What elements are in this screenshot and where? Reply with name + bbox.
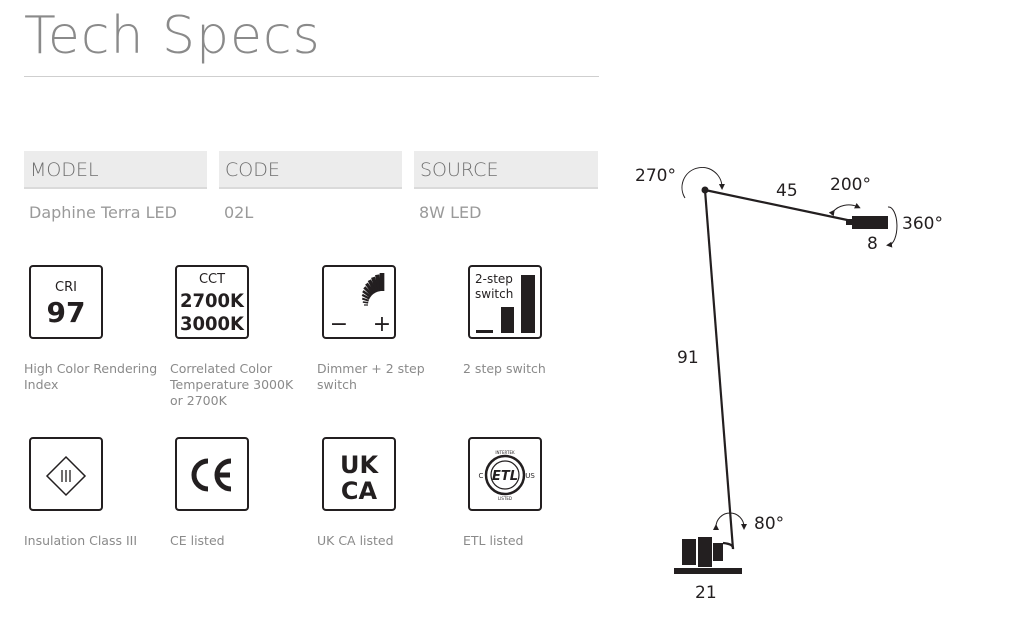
- cri-value: 97: [47, 296, 86, 329]
- stem-length-label: 91: [677, 348, 699, 368]
- etl-mark-text: ETL: [492, 469, 518, 484]
- cct-icon: CCT 2700K 3000K: [175, 265, 249, 339]
- lamp-head: [852, 216, 888, 229]
- dimmer-plus: +: [373, 312, 391, 337]
- spec-value-model: Daphine Terra LED: [29, 203, 177, 222]
- switch-bar-high: [521, 275, 535, 333]
- insulation-caption: Insulation Class III: [24, 533, 138, 548]
- etl-left-text: C: [479, 472, 484, 480]
- spec-header-model: MODEL: [24, 151, 207, 189]
- spec-value-source: 8W LED: [419, 203, 482, 222]
- dimmer-caption: Dimmer + 2 step switch: [317, 361, 425, 392]
- spec-value-code: 02L: [224, 203, 254, 222]
- cri-label: CRI: [55, 280, 77, 295]
- etl-right-text: US: [525, 472, 535, 480]
- dimmer-segment: [375, 274, 382, 292]
- lamp-base-plate: [674, 568, 742, 574]
- dimmer-segment: [361, 293, 371, 300]
- ukca-mark-icon: UK CA: [322, 437, 396, 511]
- dimmer-segment: [361, 297, 369, 302]
- angle-base-label: 80°: [754, 514, 784, 534]
- ce-caption: CE listed: [170, 533, 225, 548]
- etl-bottom-text: LISTED: [498, 496, 512, 501]
- angle-head-label: 200°: [830, 175, 871, 195]
- lamp-base-body: [682, 539, 696, 565]
- dimmer-segment: [371, 276, 380, 293]
- ukca-line-2: CA: [341, 477, 378, 505]
- dimmer-segment: [365, 282, 376, 295]
- dimmer-segment: [363, 286, 374, 297]
- switch-caption: 2 step switch: [463, 361, 546, 376]
- switch-label-2: switch: [475, 287, 513, 301]
- arm-length-label: 45: [776, 181, 798, 201]
- switch-label-1: 2-step: [475, 272, 513, 286]
- cct-value-2: 3000K: [180, 313, 245, 335]
- cct-caption: Correlated Color Temperature 3000K or 27…: [170, 361, 294, 408]
- ce-mark-icon: [175, 437, 249, 511]
- ukca-caption: UK CA listed: [317, 533, 394, 548]
- cct-value-1: 2700K: [180, 290, 245, 312]
- base-width-label: 21: [695, 583, 717, 603]
- rotate-head-arrow: [828, 203, 861, 217]
- page-title: Tech Specs: [24, 6, 321, 66]
- switch-icon: 2-step switch: [468, 265, 542, 339]
- insulation-class-icon: [29, 437, 103, 511]
- cri-caption: High Color Rendering Index: [24, 361, 158, 392]
- etl-caption: ETL listed: [463, 533, 524, 548]
- ukca-line-1: UK: [340, 451, 379, 479]
- cct-label: CCT: [199, 272, 225, 287]
- spec-header-source: SOURCE: [414, 151, 598, 189]
- rotate-base-arrow: [712, 512, 747, 531]
- lamp-stem: [703, 189, 735, 550]
- rotate-axis-arrow: [886, 206, 898, 248]
- cri-icon: CRI 97: [29, 265, 103, 339]
- switch-bar-off: [476, 330, 493, 333]
- etl-top-text: INTERTEK: [495, 450, 515, 455]
- dimmer-icon: − +: [322, 265, 396, 339]
- dimmer-segment: [362, 301, 369, 304]
- rotate-joint-arrow: [681, 167, 725, 199]
- lamp-joint: [701, 186, 709, 194]
- angle-joint-label: 270°: [635, 166, 676, 186]
- head-size-label: 8: [867, 234, 878, 254]
- dimmer-minus: −: [330, 312, 348, 337]
- dimmer-segment: [362, 290, 372, 298]
- dimmer-segment: [367, 279, 378, 294]
- title-divider: [24, 76, 599, 77]
- lamp-arm: [704, 188, 853, 223]
- etl-mark-icon: ETL INTERTEK LISTED C US: [468, 437, 542, 511]
- spec-header-code: CODE: [219, 151, 402, 189]
- lamp-dimension-diagram: 270° 200° 360° 80° 45 8 91 21: [635, 166, 943, 603]
- angle-rotate-label: 360°: [902, 214, 943, 234]
- switch-bar-low: [501, 307, 514, 333]
